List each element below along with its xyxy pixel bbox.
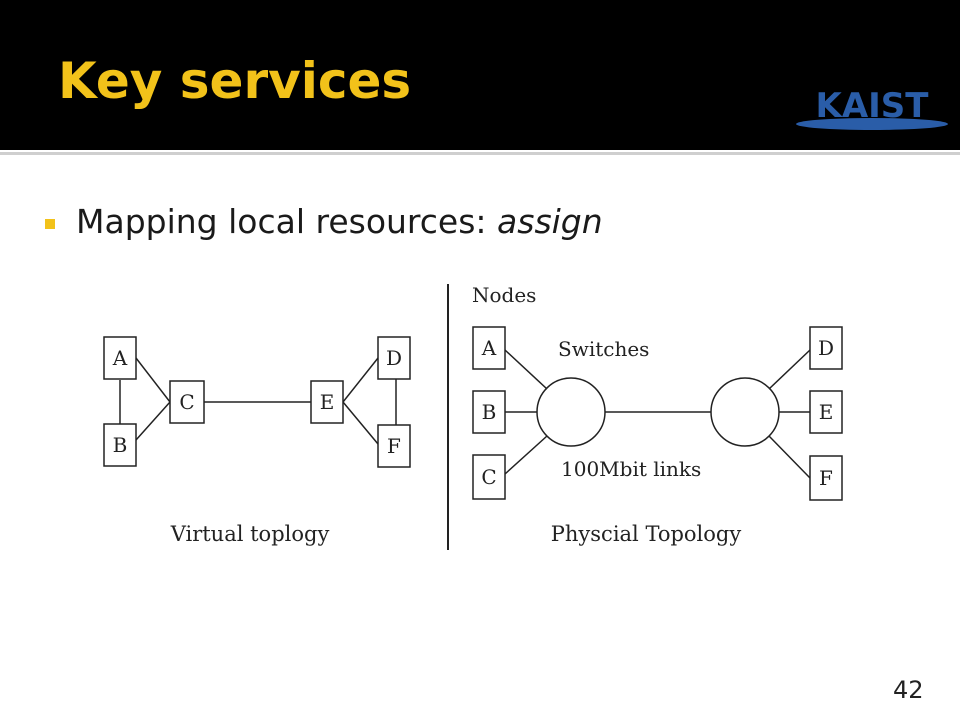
node-b — [103, 423, 137, 467]
switches-label: Switches — [558, 337, 649, 361]
kaist-logo: KAIST — [796, 86, 948, 130]
phys-label-e: E — [819, 400, 834, 424]
phys-label-f: F — [819, 466, 833, 490]
link-switch2-f — [768, 435, 811, 479]
phys-label-a: A — [481, 336, 497, 360]
phys-node-d — [809, 326, 843, 370]
node-d — [377, 336, 411, 380]
link-switch2-d — [768, 349, 811, 390]
bullet-square-icon — [45, 219, 55, 229]
slide-title: Key services — [58, 52, 412, 110]
switch-1 — [536, 377, 606, 447]
physical-topology — [472, 326, 843, 501]
phys-node-b — [472, 390, 506, 434]
phys-label-b: B — [482, 400, 497, 424]
nodes-label: Nodes — [472, 283, 536, 307]
phys-node-e — [809, 390, 843, 434]
label-a: A — [112, 346, 128, 370]
node-e — [310, 380, 344, 424]
phys-label-c: C — [481, 465, 496, 489]
label-c: C — [179, 390, 194, 414]
label-f: F — [387, 434, 401, 458]
virtual-topology — [103, 336, 411, 468]
links-label: 100Mbit links — [561, 457, 701, 481]
logo-text: KAIST — [816, 86, 930, 126]
label-e: E — [320, 390, 335, 414]
header-divider — [0, 152, 960, 155]
phys-node-c — [472, 454, 506, 500]
edge-b-c — [135, 401, 171, 441]
link-c-switch1 — [504, 435, 548, 475]
logo-swoosh — [796, 118, 948, 130]
phys-node-f — [809, 455, 843, 501]
bullet-item: Mapping local resources: assign — [76, 202, 603, 241]
edge-a-c — [135, 357, 171, 403]
bullet-emphasis: assign — [497, 202, 603, 241]
phys-label-d: D — [818, 336, 834, 360]
label-b: B — [113, 433, 128, 457]
node-c — [169, 380, 205, 424]
edge-e-f — [342, 401, 379, 445]
bullet-text: Mapping local resources: — [76, 202, 498, 241]
virtual-caption: Virtual toplogy — [170, 522, 330, 546]
edge-e-d — [342, 357, 379, 403]
node-f — [377, 424, 411, 468]
node-a — [103, 336, 137, 380]
link-a-switch1 — [504, 349, 548, 390]
topology-diagram: A B C E D F Virtual toplogy A B C D E F … — [103, 283, 843, 550]
label-d: D — [386, 346, 402, 370]
phys-node-a — [472, 326, 506, 370]
switch-2 — [710, 377, 780, 447]
slide-header: Key services KAIST — [0, 0, 960, 150]
physical-caption: Physcial Topology — [551, 522, 742, 546]
page-number: 42 — [893, 676, 924, 704]
